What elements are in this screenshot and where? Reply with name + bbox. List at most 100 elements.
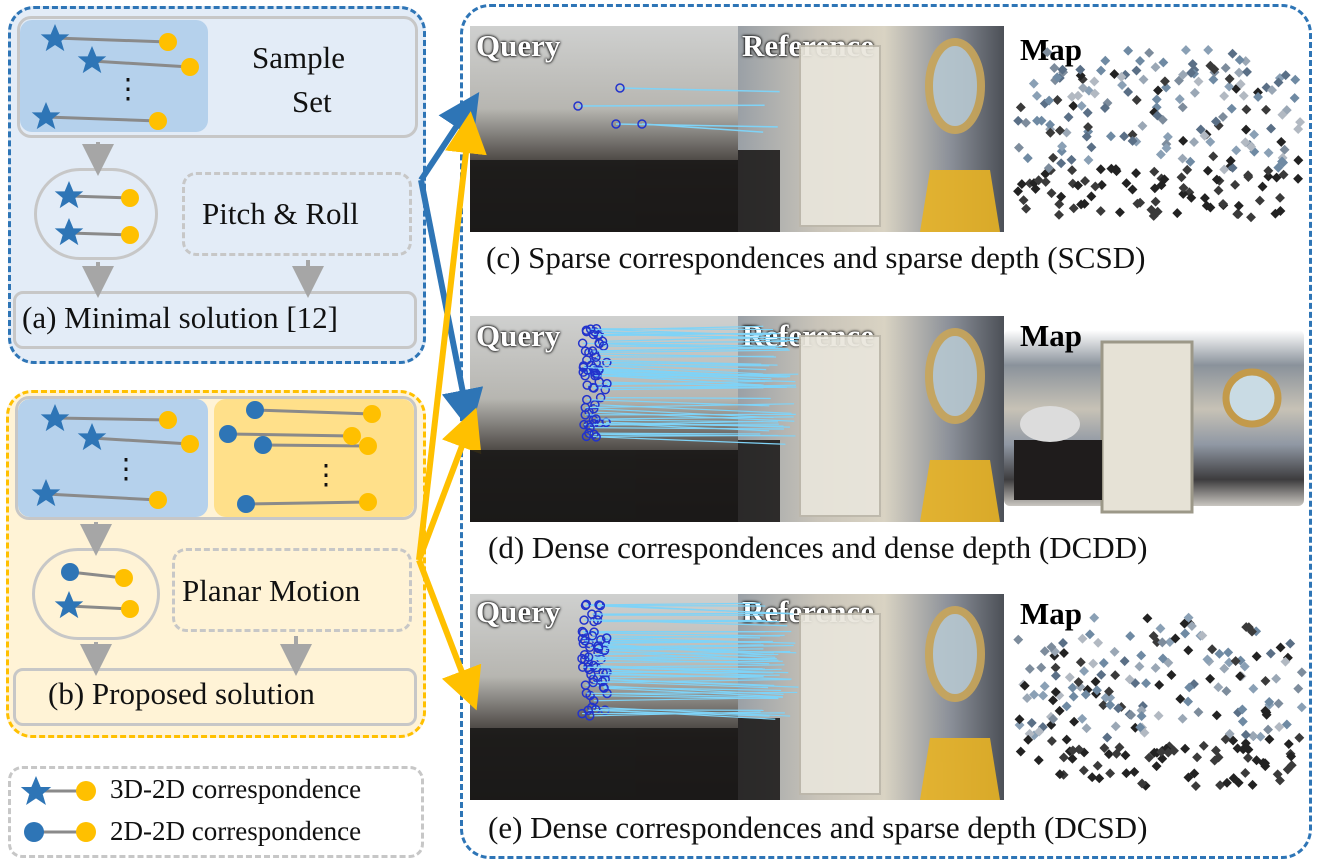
map-point: [1052, 72, 1063, 83]
map-point: [1266, 123, 1276, 134]
match-line: [588, 432, 761, 435]
map-point: [1073, 90, 1084, 101]
map-point: [1078, 82, 1088, 93]
keypoint-marker: [581, 325, 592, 335]
map-point: [1131, 168, 1142, 179]
map-point: [1209, 64, 1220, 75]
map-point: [1134, 661, 1145, 672]
map-point: [1290, 74, 1301, 85]
match-line: [590, 328, 763, 336]
star-icon: [40, 404, 70, 432]
panel-a-sample-set-label-1: Sample: [252, 40, 345, 75]
image-point-icon: [76, 822, 96, 842]
map-point: [1089, 76, 1100, 87]
map-point: [1170, 633, 1181, 644]
map-point: [1220, 734, 1231, 745]
match-line: [606, 637, 796, 644]
map-point: [1197, 630, 1208, 641]
match-line: [597, 674, 780, 679]
map-point: [1022, 153, 1033, 164]
map-point: [1186, 67, 1197, 78]
map-point: [1238, 90, 1249, 101]
map-point: [1177, 713, 1188, 724]
map-point: [1293, 173, 1304, 184]
map-point: [1031, 90, 1042, 101]
keypoint-marker: [580, 410, 591, 420]
map-point: [1177, 153, 1188, 164]
map-point: [1264, 734, 1275, 745]
map-point: [1127, 184, 1138, 195]
map-point: [1152, 206, 1163, 217]
map-point: [1104, 686, 1114, 697]
keypoint-marker: [577, 626, 588, 637]
map-point: [1050, 670, 1061, 681]
map-point: [1067, 753, 1078, 764]
map-point: [1150, 62, 1161, 73]
image-point-icon: [24, 822, 44, 842]
keypoint-marker: [585, 324, 596, 334]
map-point: [1105, 700, 1116, 710]
map-point: [1186, 192, 1197, 203]
map-point: [1289, 93, 1300, 103]
map-point: [1203, 45, 1214, 55]
map-point: [1075, 70, 1086, 81]
panel-b-minimal-sample: [54, 563, 139, 619]
map-point: [1090, 676, 1101, 687]
map-point: [1178, 135, 1189, 146]
map-point: [1149, 747, 1160, 758]
map-point: [1086, 142, 1097, 153]
keypoint-marker: [587, 609, 597, 619]
image-point-icon: [359, 437, 377, 455]
star-icon: [77, 423, 107, 451]
map-point: [1296, 702, 1307, 713]
match-line: [598, 644, 794, 649]
row-d-caption: (d) Dense correspondences and dense dept…: [488, 530, 1148, 565]
keypoint-marker: [590, 370, 600, 381]
map-point: [1179, 618, 1190, 629]
map-point: [1247, 626, 1257, 637]
keypoint-marker: [598, 668, 608, 678]
map-point: [1227, 162, 1238, 173]
row-d-map-details: [1014, 340, 1282, 514]
keypoint-marker: [593, 647, 603, 658]
map-point: [1127, 129, 1138, 140]
map-point: [1137, 120, 1148, 131]
map-point: [1092, 685, 1102, 696]
map-point: [1183, 612, 1194, 623]
map-point: [1248, 731, 1258, 741]
map-point: [1241, 104, 1252, 115]
map-point: [1274, 722, 1285, 732]
panel-b-sample-set-box: [15, 396, 417, 520]
map-point: [1125, 631, 1136, 642]
map-point: [1273, 698, 1284, 709]
map-point: [1247, 779, 1258, 790]
map-point: [1063, 112, 1074, 123]
map-point: [1293, 155, 1304, 166]
match-line: [600, 639, 762, 644]
match-line: [615, 123, 778, 128]
match-line: [592, 346, 776, 352]
keypoint-marker: [597, 676, 608, 687]
row-e-map-label: Map: [1020, 596, 1082, 631]
map-point: [1240, 738, 1251, 749]
map-point: [1235, 79, 1246, 90]
map-point: [1296, 667, 1307, 678]
map-point: [1234, 55, 1245, 65]
match-line: [602, 681, 769, 689]
map-point: [1211, 174, 1222, 185]
map-point: [1019, 680, 1030, 691]
map-point: [1050, 687, 1061, 697]
map-point: [1137, 778, 1147, 789]
map-point: [1280, 70, 1291, 81]
map-point: [1046, 642, 1057, 652]
map-point: [1157, 653, 1168, 664]
map-point: [1119, 656, 1130, 667]
map-point: [1254, 195, 1265, 206]
image-point-icon: [121, 189, 139, 207]
match-line: [591, 706, 791, 717]
map-point: [1057, 141, 1068, 152]
image-point-icon: [149, 112, 167, 130]
map-point: [1180, 628, 1191, 639]
keypoint-marker: [611, 119, 621, 129]
map-point: [1061, 701, 1072, 712]
